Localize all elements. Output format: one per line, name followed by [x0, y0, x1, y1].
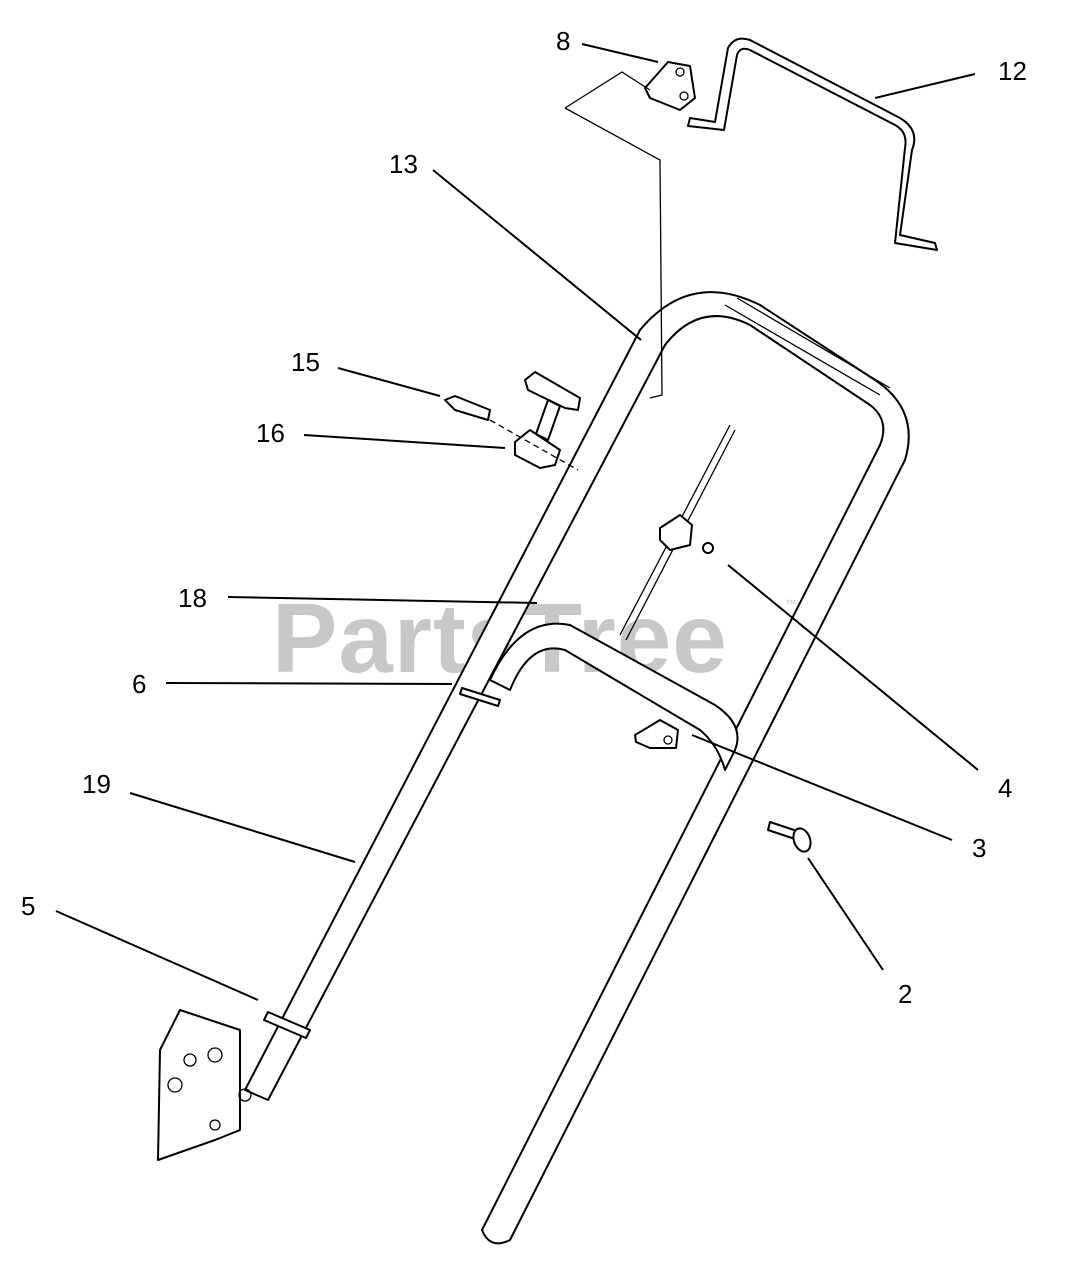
callout-8: 8: [556, 26, 570, 56]
bracket-part-8: [644, 61, 696, 111]
cable-clip-part-4: [659, 514, 714, 554]
callout-19: 19: [82, 769, 111, 799]
upper-handle: [244, 291, 910, 1245]
callout-16: 16: [256, 418, 285, 448]
rope-handle: [444, 371, 581, 471]
callout-6: 6: [132, 669, 146, 699]
clamp-part-6: [459, 687, 501, 707]
callout-3: 3: [972, 833, 986, 863]
callout-12: 12: [998, 56, 1027, 86]
callout-18: 18: [178, 583, 207, 613]
callout-4: 4: [998, 773, 1012, 803]
handle-side-plate: [157, 1009, 252, 1161]
bolt-part-2: [767, 821, 812, 853]
lower-handle: [489, 622, 739, 771]
callout-2: 2: [898, 979, 912, 1009]
callout-numbers: 8 12 13 15 16 18 6 19 5 4 3 2: [21, 26, 1027, 1009]
callout-15: 15: [291, 347, 320, 377]
watermark-trademark: ™: [785, 597, 797, 611]
callout-5: 5: [21, 891, 35, 921]
leader-lines: [55, 43, 979, 1001]
bail-rod: [687, 37, 938, 251]
cable-plate: [564, 71, 663, 399]
handle-bracket-part-3: [634, 719, 679, 749]
callout-13: 13: [389, 149, 418, 179]
washer-part-5: [263, 1011, 311, 1039]
